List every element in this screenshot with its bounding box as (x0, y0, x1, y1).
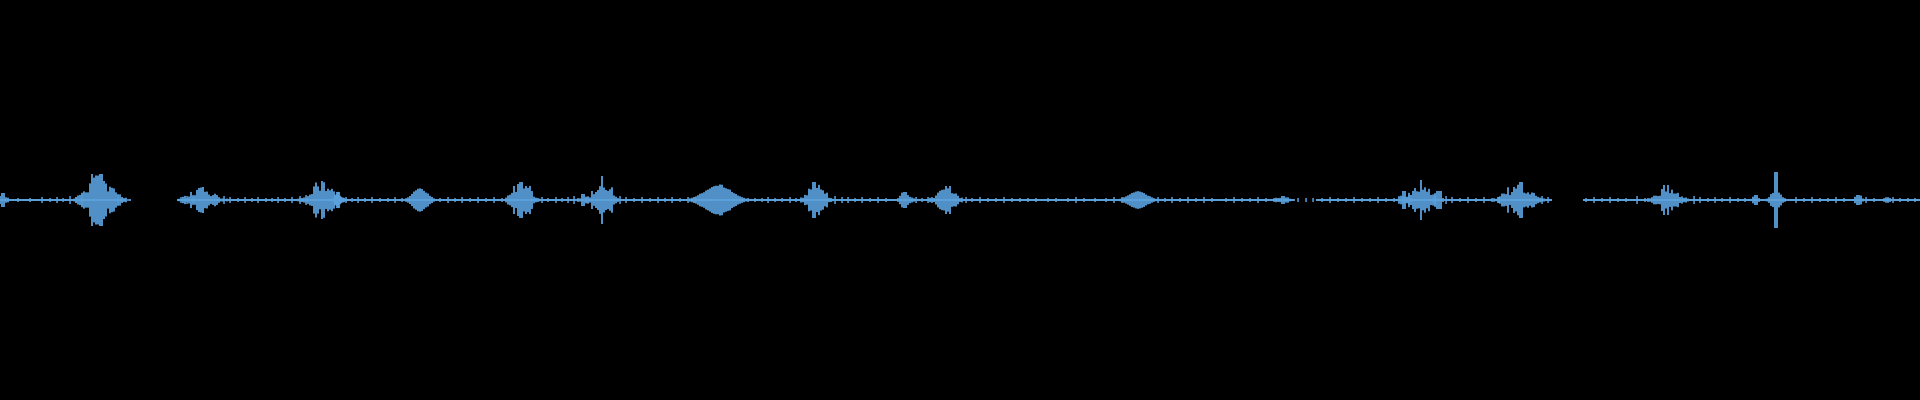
audio-waveform (0, 172, 1920, 228)
